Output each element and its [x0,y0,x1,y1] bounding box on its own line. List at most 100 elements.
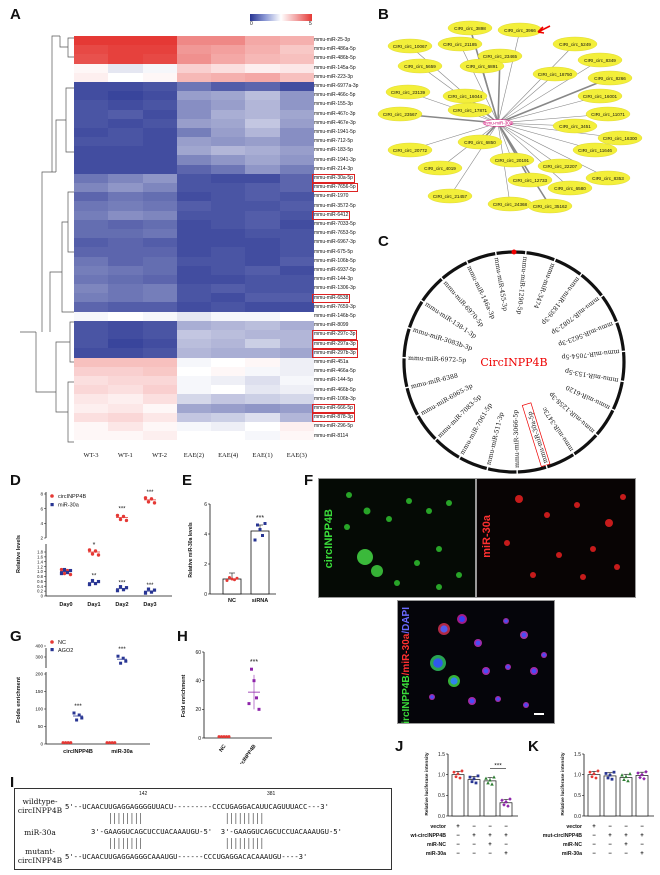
circ-tick [404,386,410,389]
legend-marker [50,503,54,507]
heatmap-cell [279,302,314,312]
bar [451,774,465,817]
heatmap-cell [176,394,212,404]
circ-tick [545,464,548,470]
network-node [447,20,493,36]
network-node-label: CIRI_circ_20191 [495,158,530,163]
heatmap-cell [74,210,109,220]
heatmap-cell [279,100,314,110]
heatmap-cell [211,348,246,358]
heatmap-cell [279,311,314,321]
heatmap-cell [108,357,143,367]
heatmap-cell [176,302,212,312]
cell [605,519,613,527]
heatmap-row [74,118,314,128]
heatmap-cell [279,274,314,285]
heatmap-cell [211,403,246,413]
heatmap-cell [176,210,212,220]
network-node [572,142,618,158]
heatmap-cell [279,45,314,55]
heatmap-row [74,36,314,46]
x-tick-label: Bio-circINPP4B [230,744,257,764]
network-node-label: CIRI_circ_5659 [404,64,436,69]
y-tick-label: 1.5 [574,752,581,758]
heatmap-row [74,109,314,119]
circ-tick [599,294,605,298]
heatmap-cell [245,36,280,46]
heatmap-cell [74,100,109,110]
heatmap-cell [142,91,177,101]
network-node-label: CIRI_circ_3966 [504,28,536,33]
heatmap-cell [108,320,143,330]
heatmap-cell [279,247,314,257]
heatmap-cell [176,100,212,110]
y-axis-label: Fold enrichment [181,674,187,717]
panel-label-d: D [10,472,21,489]
network-node-label: CIRI_circ_21457 [433,194,468,199]
heatmap-cell [142,394,177,404]
heatmap-cell [176,81,212,92]
mut-pairing-lines [109,838,263,849]
heatmap-cell [142,219,177,229]
heatmap-cell [108,127,143,138]
heatmap-cell [176,127,212,138]
data-point-sirna [258,528,262,531]
heatmap-row [74,228,314,239]
heatmap-cell [74,81,109,92]
x-tick-label: Day1 [87,602,100,608]
data-point [502,803,506,807]
heatmap-cell [279,201,314,211]
heatmap-row [74,403,314,413]
heatmap-cell [142,173,177,183]
heatmap-row [74,339,314,349]
condition-label: wt-circINPP4B [410,833,447,839]
heatmap-row [74,201,314,211]
y-axis-label: Relative miR-30a levels [188,522,194,578]
data-point-nc [228,576,231,579]
heatmap-cell [74,412,109,422]
heatmap-cell [142,403,177,413]
heatmap-cell [108,228,143,239]
cell-nucleus [433,658,443,668]
data-point-ago2 [119,661,123,665]
y-tick-label: 0 [40,742,43,747]
data-point-circinpp4b [87,548,92,552]
heatmap-column-label: EAE(3) [286,452,307,459]
cell [386,516,392,522]
heatmap-row [74,238,314,248]
cell [436,584,442,590]
data-point [596,769,600,773]
heatmap-row [74,412,314,422]
heatmap-cell [74,330,109,340]
heatmap-cell [176,421,212,432]
network-node-label: CIRI_circ_23567 [383,112,418,117]
heatmap-cell [245,201,280,211]
heatmap-column-label: EAE(4) [218,452,239,459]
network-node [427,188,473,204]
heatmap-row-label: mmu-miR-1941-3p [314,156,356,163]
heatmap-cell [108,118,143,128]
heatmap-cell [142,210,177,220]
heatmap-cell [245,183,280,193]
network-edge [449,122,499,197]
heatmap-cell [108,256,143,266]
cell-nucleus [430,695,434,699]
condition-mark: − [456,833,460,839]
heatmap-cell [279,63,314,73]
data-point-circinpp4b [62,571,67,576]
heatmap-row-label: mmu-miR-1970 [314,193,349,200]
scale-bar [534,713,544,715]
heatmap-row [74,164,314,174]
heatmap-cell [245,320,280,330]
heatmap-row-label: mmu-miR-6412 [312,210,351,220]
circ-tick [407,326,412,330]
x-tick-label: circINPP4B [63,749,93,755]
sequence-box: 142 381 wildtype-circINPP4B 5'--UCAACUUG… [14,788,392,870]
network-node [597,130,643,146]
x-tick-label: Day3 [143,602,156,608]
seq-position-1: 142 [139,791,148,797]
cell [436,546,442,552]
heatmap-cell [245,403,280,413]
network-node-label: CIRI_circ_35162 [533,204,568,209]
